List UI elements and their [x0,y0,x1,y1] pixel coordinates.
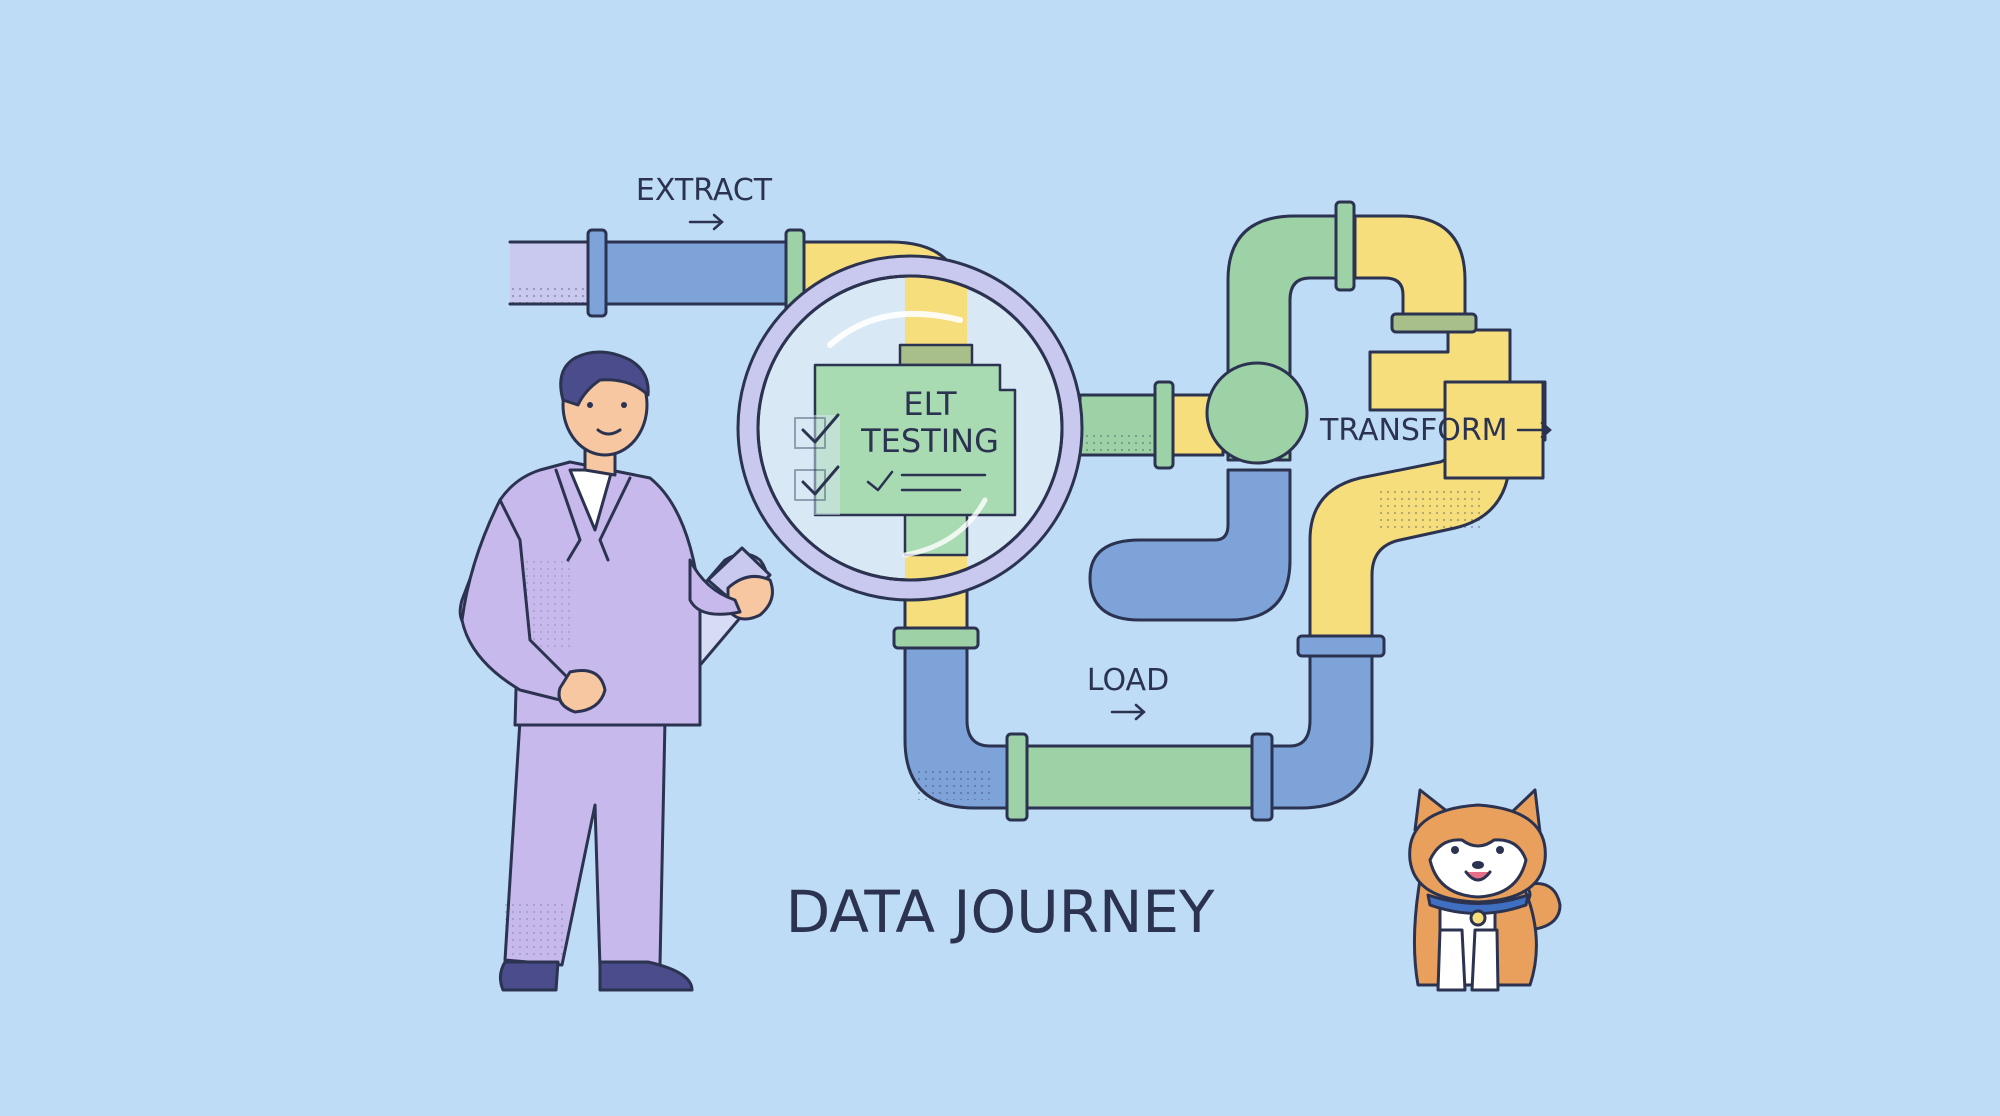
left-arm [460,498,572,702]
extract-pipe-blue [593,240,797,306]
elt-label-line1: ELT [903,385,957,423]
load-pipe-shade [915,770,995,800]
check-icon [866,470,894,492]
left-hand [557,669,607,714]
hair [559,350,650,407]
load-pipe-green [1018,744,1262,810]
person-figure [458,350,774,992]
dog-front-right-leg [1470,928,1500,992]
extract-pipe-shade [510,286,595,304]
left-shoe [498,960,560,992]
load-pipe-joint-1 [1005,732,1029,822]
return-pipe-blue [1270,648,1374,810]
check-icon [801,413,840,444]
extract-label: EXTRACT [636,173,773,208]
load-label: LOAD [1087,663,1169,698]
lens-view [780,276,1017,580]
dog-figure [1408,788,1562,992]
down-pipe-joint [892,626,980,650]
load-arrow-icon [1110,703,1146,721]
page-title: DATA JOURNEY [786,878,1215,946]
junction-valve [1205,361,1309,465]
return-pipe-joint [1296,634,1386,658]
extract-arrow-icon [688,213,724,231]
top-right-pipe-joint [1390,312,1478,334]
top-right-pipe-yellow [1353,214,1467,332]
top-pipe-joint [1334,200,1356,292]
elt-label-line2: TESTING [860,422,999,460]
transform-label: TRANSFORM [1319,413,1508,448]
check-icon [801,465,840,496]
dog-tag-icon [1469,909,1487,927]
junction-pipe-shade [1085,435,1160,453]
right-shoe [598,960,694,992]
extract-pipe-joint-1 [586,228,608,318]
junction-pipe-joint [1153,380,1175,470]
transform-arrow-icon [1516,421,1552,439]
dog-collar [1426,893,1530,915]
load-pipe-blue-bend [903,646,1012,810]
drain-pipe-blue [1088,468,1292,622]
elt-testing-card [813,363,1017,557]
transform-riser-shade [1380,490,1480,530]
load-pipe-joint-2 [1250,732,1274,822]
arrows [688,213,1552,721]
dog-front-left-leg [1436,928,1467,992]
